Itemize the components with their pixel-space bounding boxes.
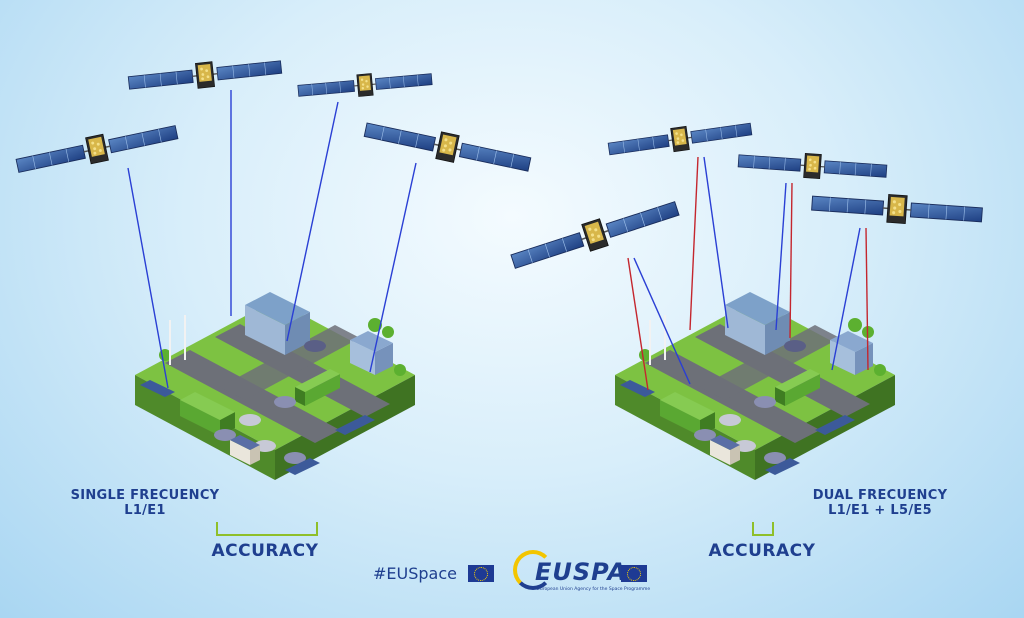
left-frequency-title: SINGLE FRECUENCY L1/E1 (70, 488, 220, 519)
euspa-logo-tagline: European Union Agency for the Space Prog… (537, 587, 651, 592)
satellite-icon (361, 115, 534, 179)
right-city-block (613, 290, 897, 482)
euspa-logo-text: EUSPA (535, 558, 628, 586)
left-accuracy-bracket (216, 522, 318, 536)
right-signal-lines (627, 156, 869, 391)
signal-l5-line (789, 182, 793, 339)
left-satellites (13, 53, 534, 180)
right-frequency-line2: L1/E1 + L5/E5 (828, 502, 932, 518)
left-accuracy-label: ACCURACY (211, 541, 319, 561)
left-signal-lines (127, 90, 417, 389)
satellite-icon (507, 194, 683, 276)
right-frequency-line1: DUAL FRECUENCY (812, 488, 948, 503)
signal-l5-line (865, 227, 869, 371)
left-frequency-line2: L1/E1 (124, 502, 166, 518)
right-accuracy-label: ACCURACY (708, 541, 816, 561)
euspace-hashtag: #EUSpace (373, 564, 457, 583)
satellite-icon (296, 67, 434, 103)
satellite-icon (737, 148, 888, 185)
eu-flag-icon (468, 565, 494, 582)
right-frequency-title: DUAL FRECUENCY L1/E1 + L5/E5 (800, 488, 960, 519)
eu-flag-icon (621, 565, 647, 582)
satellite-icon (126, 53, 284, 97)
signal-l1-line (286, 101, 339, 342)
euspa-logo-icon (513, 550, 553, 590)
left-frequency-line1: SINGLE FRECUENCY (70, 488, 220, 503)
satellite-icon (606, 116, 754, 162)
signal-l5-line (689, 156, 699, 331)
signal-l5-line (627, 257, 649, 391)
signal-l1-line (633, 257, 691, 385)
right-accuracy-bracket (752, 522, 774, 536)
right-satellites (507, 116, 984, 276)
signal-l1-line (127, 167, 169, 389)
signal-l1-line (775, 182, 787, 331)
left-city-block (133, 290, 417, 482)
satellite-icon (13, 118, 181, 180)
signal-l1-line (703, 156, 729, 329)
signal-l1-line (369, 162, 417, 373)
signal-l1-line (831, 227, 861, 371)
satellite-icon (810, 188, 984, 230)
